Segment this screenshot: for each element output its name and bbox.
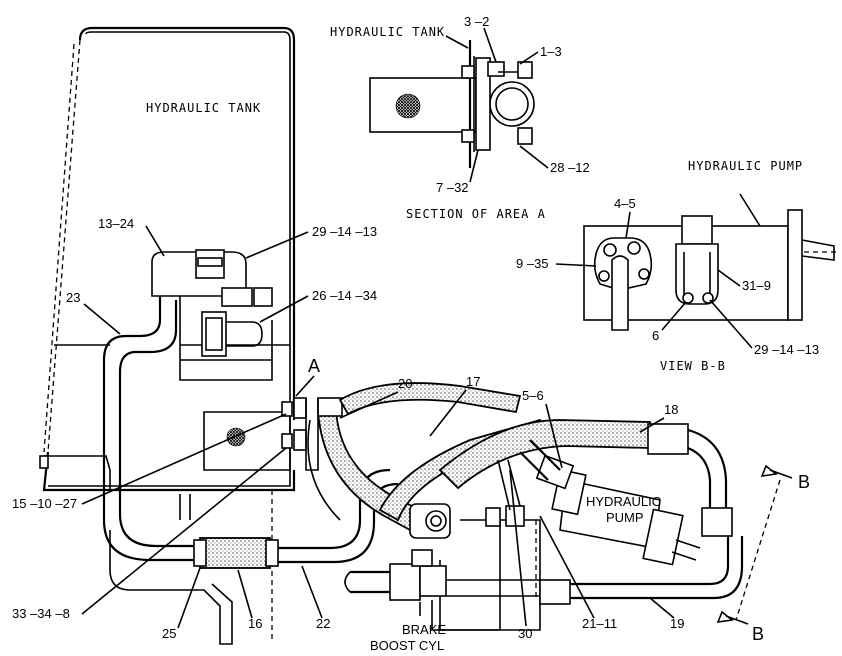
valve-manifold — [409, 459, 541, 631]
callout-20: 20 — [398, 376, 412, 391]
line-22 — [274, 419, 399, 564]
callout-4-5: 4–5 — [614, 196, 636, 211]
view-title: VIEW B-B — [660, 359, 726, 373]
brake-boost-fitting — [344, 549, 500, 631]
section-tank-leader — [445, 35, 469, 49]
callout-25: 25 — [162, 626, 176, 641]
brake-label-2: BOOST CYL — [370, 638, 444, 653]
callout-22: 22 — [316, 616, 330, 631]
tank-outlet-fittings — [151, 249, 273, 381]
callout-5-6: 5–6 — [522, 388, 544, 403]
callout-15-10-27: 15 –10 –27 — [12, 496, 77, 511]
hose-16 — [109, 494, 279, 645]
callout-6: 6 — [652, 328, 659, 343]
callout-29-14-13-a: 29 –14 –13 — [312, 224, 377, 239]
brake-label-1: BRAKE — [402, 622, 446, 637]
callout-13-24: 13–24 — [98, 216, 134, 231]
callout-23: 23 — [66, 290, 80, 305]
callout-18: 18 — [664, 402, 678, 417]
callout-17: 17 — [466, 374, 480, 389]
callout-30: 30 — [518, 626, 532, 641]
hydraulic-pump — [519, 439, 701, 566]
hose-18 — [438, 419, 733, 537]
section-area-a-detail — [369, 40, 535, 168]
callout-33-34-8: 33 –34 –8 — [12, 606, 70, 621]
callout-31-9: 31–9 — [742, 278, 771, 293]
breather-mesh-icon — [226, 427, 246, 447]
tank-main-label: HYDRAULIC TANK — [146, 101, 261, 115]
section-tank-label: HYDRAULIC TANK — [330, 25, 445, 39]
callouts: 3 –2 1–3 7 –32 28 –12 13–24 29 –14 –13 2… — [12, 14, 819, 641]
pump-main-label-2: PUMP — [606, 510, 644, 525]
callout-29-14-13-b: 29 –14 –13 — [754, 342, 819, 357]
area-a-label: A — [308, 356, 320, 376]
section-mesh-icon — [395, 93, 421, 119]
hose-23 — [102, 296, 196, 562]
callout-1-3: 1–3 — [540, 44, 562, 59]
section-b-label-bottom: B — [752, 624, 764, 644]
callout-26-14-34: 26 –14 –34 — [312, 288, 377, 303]
view-bb-detail — [583, 193, 840, 331]
section-b-cut-line — [716, 464, 793, 625]
area-a-leader — [295, 375, 315, 397]
callout-19: 19 — [670, 616, 684, 631]
callout-16: 16 — [248, 616, 262, 631]
callout-7-32: 7 –32 — [436, 180, 469, 195]
line-19 — [446, 536, 744, 605]
section-b-label-top: B — [798, 472, 810, 492]
callout-21-11: 21–11 — [582, 616, 617, 631]
callout-28-12: 28 –12 — [550, 160, 590, 175]
section-title: SECTION OF AREA A — [406, 207, 546, 221]
callout-3-2: 3 –2 — [464, 14, 489, 29]
callout-9-35: 9 –35 — [516, 256, 549, 271]
pump-main-label-1: HYDRAULIC — [586, 494, 661, 509]
view-pump-label: HYDRAULIC PUMP — [688, 159, 803, 173]
